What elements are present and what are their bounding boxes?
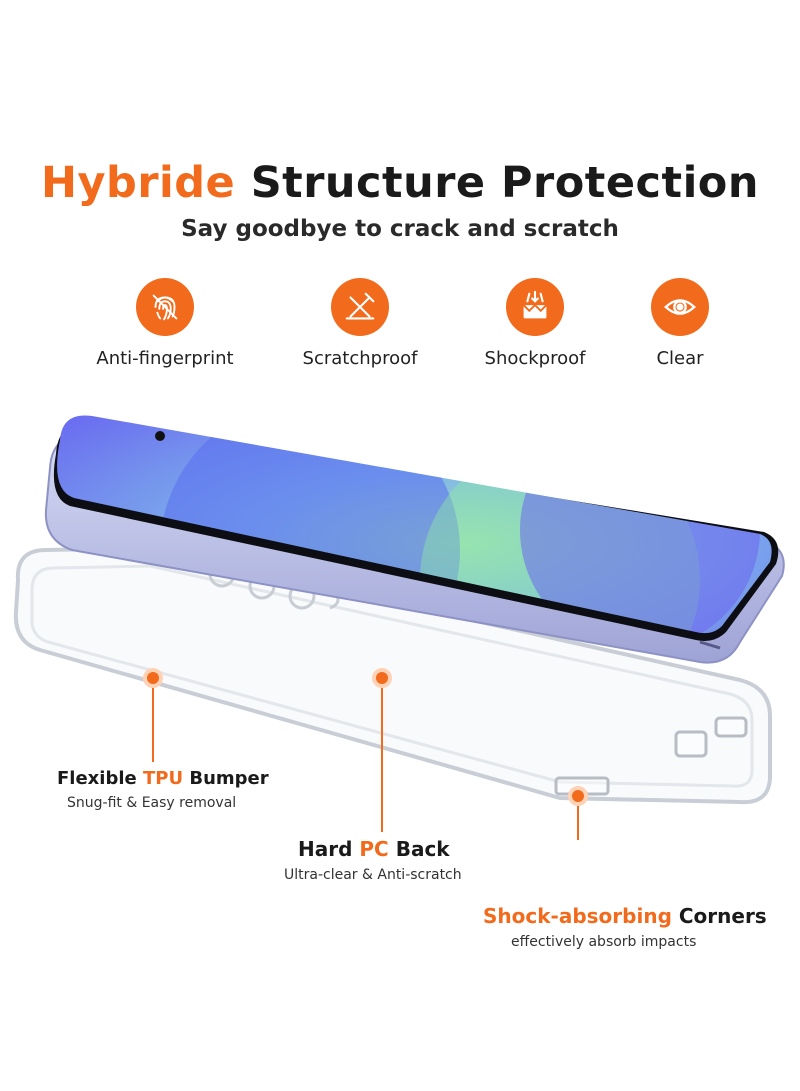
title-highlight: Hybride [41,158,236,208]
feature-label: Anti-fingerprint [96,348,234,369]
callout-post: Corners [678,904,767,928]
scratch-icon [331,278,389,336]
callout-pre: Flexible [57,768,137,789]
feature-label: Shockproof [484,348,586,369]
feature-clear: Clear [595,278,765,369]
callout-title: Shock-absorbing Corners [483,904,767,928]
callout-title: Hard PC Back [298,837,462,861]
callout-subtitle: Snug-fit & Easy removal [67,795,237,811]
page-title: Hybride Structure Protection [0,158,800,208]
title-rest: Structure Protection [250,158,759,208]
feature-label: Clear [656,348,704,369]
callout-back: Hard PC Back Ultra-clear & Anti-scratch [284,837,462,883]
feature-label: Scratchproof [302,348,418,369]
callout-corners: Shock-absorbing Corners effectively abso… [483,904,767,950]
callout-subtitle: effectively absorb impacts [511,934,697,950]
feature-anti-fingerprint: Anti-fingerprint [80,278,250,369]
callout-subtitle: Ultra-clear & Anti-scratch [284,867,462,883]
page-subtitle: Say goodbye to crack and scratch [181,216,619,242]
callout-title: Flexible TPU Bumper [57,768,269,789]
callout-pre: Hard [298,837,353,861]
eye-icon [651,278,709,336]
callout-bumper: Flexible TPU Bumper Snug-fit & Easy remo… [57,768,269,811]
product-illustration [13,415,785,840]
shock-icon [506,278,564,336]
callout-markers [143,668,588,840]
feature-scratchproof: Scratchproof [275,278,445,369]
feature-shockproof: Shockproof [450,278,620,369]
callout-highlight: PC [359,837,389,861]
callout-highlight: TPU [143,768,184,789]
callout-highlight: Shock-absorbing [483,904,672,928]
fingerprint-icon [136,278,194,336]
callout-post: Back [395,837,450,861]
callout-post: Bumper [189,768,269,789]
